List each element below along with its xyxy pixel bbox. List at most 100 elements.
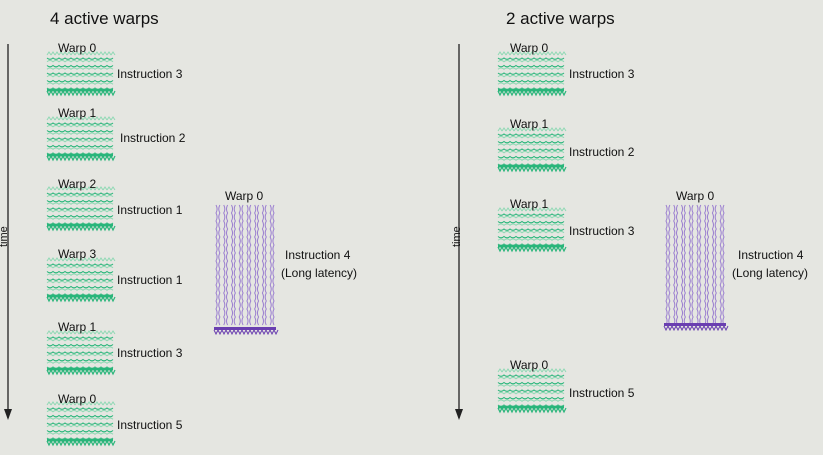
warp-bottom-fringe bbox=[497, 407, 567, 414]
warp-label: Warp 1 bbox=[510, 117, 549, 131]
long-warp-thread bbox=[676, 204, 679, 326]
warp-thread bbox=[497, 140, 565, 144]
warp-thread bbox=[46, 207, 114, 210]
warp-thread bbox=[46, 194, 114, 198]
long-latency-note: (Long latency) bbox=[732, 266, 809, 280]
warp-thread bbox=[497, 72, 565, 75]
warp-thread bbox=[497, 374, 565, 377]
warp-bottom-fringe bbox=[46, 369, 116, 376]
long-warp-thread bbox=[704, 204, 707, 326]
warp-base-bar bbox=[47, 154, 113, 157]
long-warp-base-bar bbox=[214, 327, 276, 330]
panel-title-right: 2 active warps bbox=[506, 9, 615, 28]
warp-thread bbox=[46, 270, 114, 274]
warp-thread bbox=[46, 361, 114, 364]
time-axis-label-right: time bbox=[451, 226, 463, 247]
long-warp-thread bbox=[246, 204, 249, 326]
long-warp-thread bbox=[706, 204, 710, 326]
warp-base-bar bbox=[47, 295, 113, 298]
warp-thread bbox=[46, 414, 114, 418]
long-warp-thread bbox=[256, 204, 260, 326]
long-warp-thread bbox=[264, 204, 267, 326]
instruction-label: Instruction 3 bbox=[117, 67, 183, 81]
warp-top-fringe bbox=[46, 186, 116, 191]
long-warp-thread bbox=[719, 204, 722, 326]
long-warp-thread bbox=[261, 204, 264, 326]
warp-thread bbox=[46, 217, 114, 220]
long-warp-thread bbox=[254, 204, 257, 326]
warp-thread bbox=[46, 288, 114, 291]
warp-label: Warp 1 bbox=[510, 197, 549, 211]
warp-thread bbox=[46, 144, 114, 148]
warp-thread bbox=[497, 158, 565, 161]
warp-thread bbox=[497, 238, 565, 241]
warp-thread bbox=[46, 336, 114, 339]
long-warp-thread bbox=[241, 204, 244, 326]
warp-thread bbox=[46, 429, 114, 433]
instruction-label: Instruction 2 bbox=[569, 145, 635, 159]
long-warp-thread bbox=[691, 204, 694, 326]
warp-thread bbox=[46, 351, 114, 354]
warp-thread bbox=[46, 129, 114, 133]
warp-thread bbox=[46, 59, 114, 63]
warp-bottom-fringe bbox=[497, 166, 567, 173]
warp-thread bbox=[497, 235, 565, 239]
long-warp-thread bbox=[233, 204, 236, 326]
warp-thread bbox=[497, 155, 565, 159]
warp-top-fringe bbox=[46, 330, 116, 335]
warp-bottom-fringe bbox=[46, 225, 116, 232]
warp-thread bbox=[46, 346, 114, 349]
long-warp-block bbox=[663, 204, 729, 332]
warp-thread bbox=[46, 67, 114, 70]
time-axis-left bbox=[4, 44, 12, 420]
time-axis-arrowhead bbox=[4, 409, 12, 420]
warp-thread bbox=[497, 74, 565, 78]
long-warp-fringe bbox=[213, 329, 279, 336]
long-warp-thread bbox=[215, 204, 218, 326]
warp-label: Warp 1 bbox=[58, 106, 97, 120]
long-warp-label: Warp 0 bbox=[676, 189, 715, 203]
instruction-label: Instruction 3 bbox=[569, 224, 635, 238]
warp-bottom-fringe bbox=[46, 155, 116, 162]
long-warp-thread bbox=[238, 204, 241, 326]
long-warp-thread bbox=[688, 204, 691, 326]
long-warp-thread bbox=[699, 204, 702, 326]
short-warp-block bbox=[497, 207, 567, 253]
warp-thread bbox=[497, 376, 565, 380]
warp-base-bar bbox=[47, 439, 113, 442]
warp-label: Warp 0 bbox=[58, 41, 97, 55]
long-warp-thread bbox=[673, 204, 676, 326]
warp-label: Warp 0 bbox=[510, 41, 549, 55]
warp-thread bbox=[46, 407, 114, 410]
warp-thread bbox=[46, 122, 114, 125]
warp-thread bbox=[46, 417, 114, 420]
long-instruction-label: Instruction 4 bbox=[285, 248, 351, 262]
warp-thread bbox=[46, 192, 114, 195]
warp-thread bbox=[46, 273, 114, 276]
warp-thread bbox=[497, 391, 565, 395]
long-warp-thread bbox=[722, 204, 725, 326]
long-warp-thread bbox=[269, 204, 272, 326]
short-warp-block bbox=[497, 368, 567, 414]
warp-thread bbox=[46, 64, 114, 68]
long-warp-thread bbox=[668, 204, 671, 326]
warp-thread bbox=[497, 143, 565, 146]
warp-thread bbox=[46, 132, 114, 135]
warp-top-fringe bbox=[46, 257, 116, 262]
warp-thread bbox=[497, 389, 565, 392]
warp-bottom-fringe bbox=[46, 296, 116, 303]
warp-thread bbox=[497, 230, 565, 234]
warp-thread bbox=[497, 213, 565, 216]
warp-thread bbox=[46, 199, 114, 203]
warp-base-bar bbox=[498, 165, 564, 168]
warp-thread bbox=[497, 384, 565, 387]
long-warp-thread bbox=[696, 204, 699, 326]
warp-top-fringe bbox=[497, 127, 567, 132]
warp-top-fringe bbox=[46, 401, 116, 406]
warp-bottom-fringe bbox=[46, 90, 116, 97]
long-warp-fringe bbox=[663, 325, 729, 332]
long-instruction-label: Instruction 4 bbox=[738, 248, 804, 262]
short-warp-block bbox=[497, 127, 567, 173]
